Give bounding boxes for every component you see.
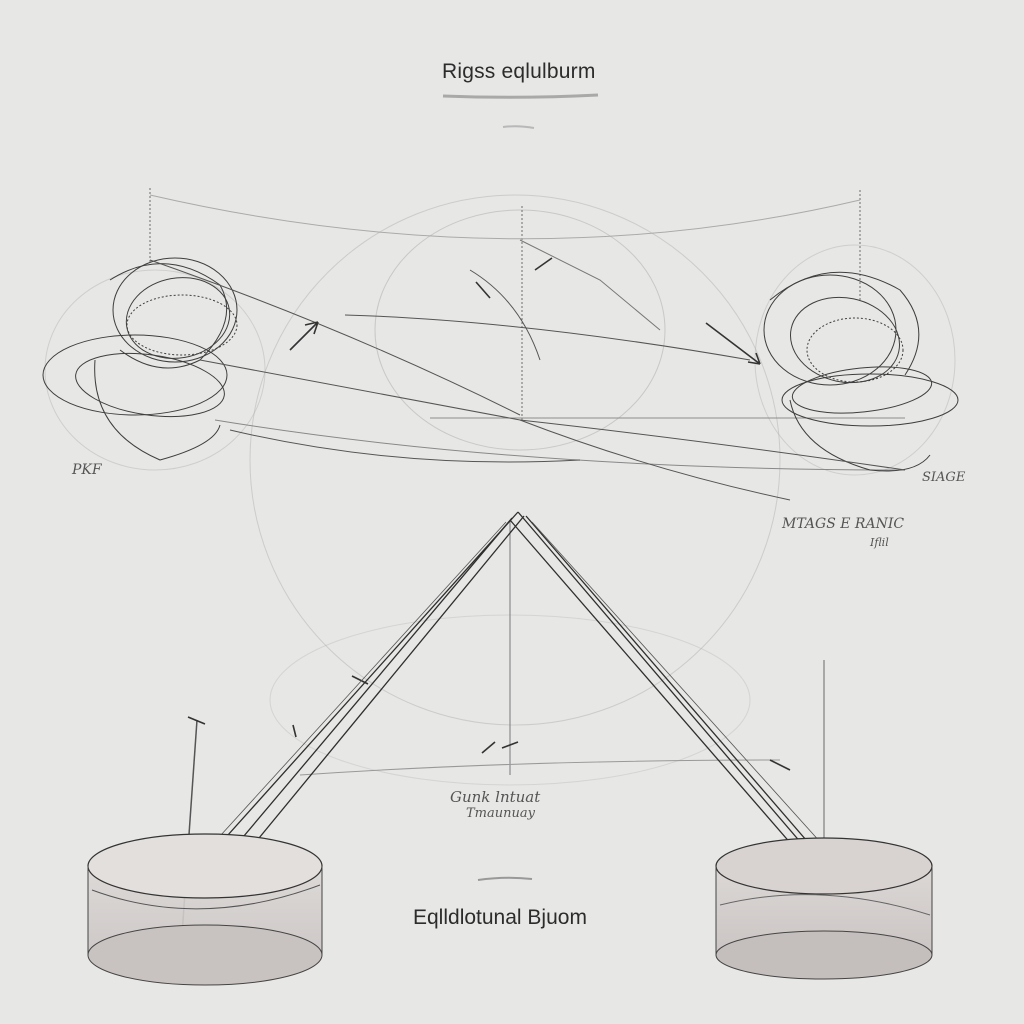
- left-base-disk: [87, 833, 323, 986]
- diagram-title: Rigss eqlulburm: [442, 60, 596, 83]
- bracing-lines: [149, 239, 906, 501]
- caption-marks: [477, 876, 533, 881]
- title-underline: [442, 93, 599, 129]
- center-label-line1: Gunk lntuat: [450, 788, 541, 806]
- right-node-label: SIAGE: [922, 470, 966, 485]
- tripod-legs: [199, 511, 841, 871]
- right-label-main: MTAGS E RANIC: [782, 516, 905, 532]
- construction-circles: [44, 194, 956, 786]
- center-label-line2: Tmaunuay: [466, 806, 535, 821]
- left-node-label: PKF: [72, 462, 102, 478]
- left-orbit-cluster: [42, 257, 238, 461]
- diagram-caption: Eqlldlotunal Bjuom: [413, 906, 587, 929]
- right-orbit-cluster: [763, 271, 959, 472]
- arrow-marks: [187, 257, 791, 771]
- right-label-sub: Iflil: [870, 536, 889, 549]
- right-base-disk: [715, 837, 933, 980]
